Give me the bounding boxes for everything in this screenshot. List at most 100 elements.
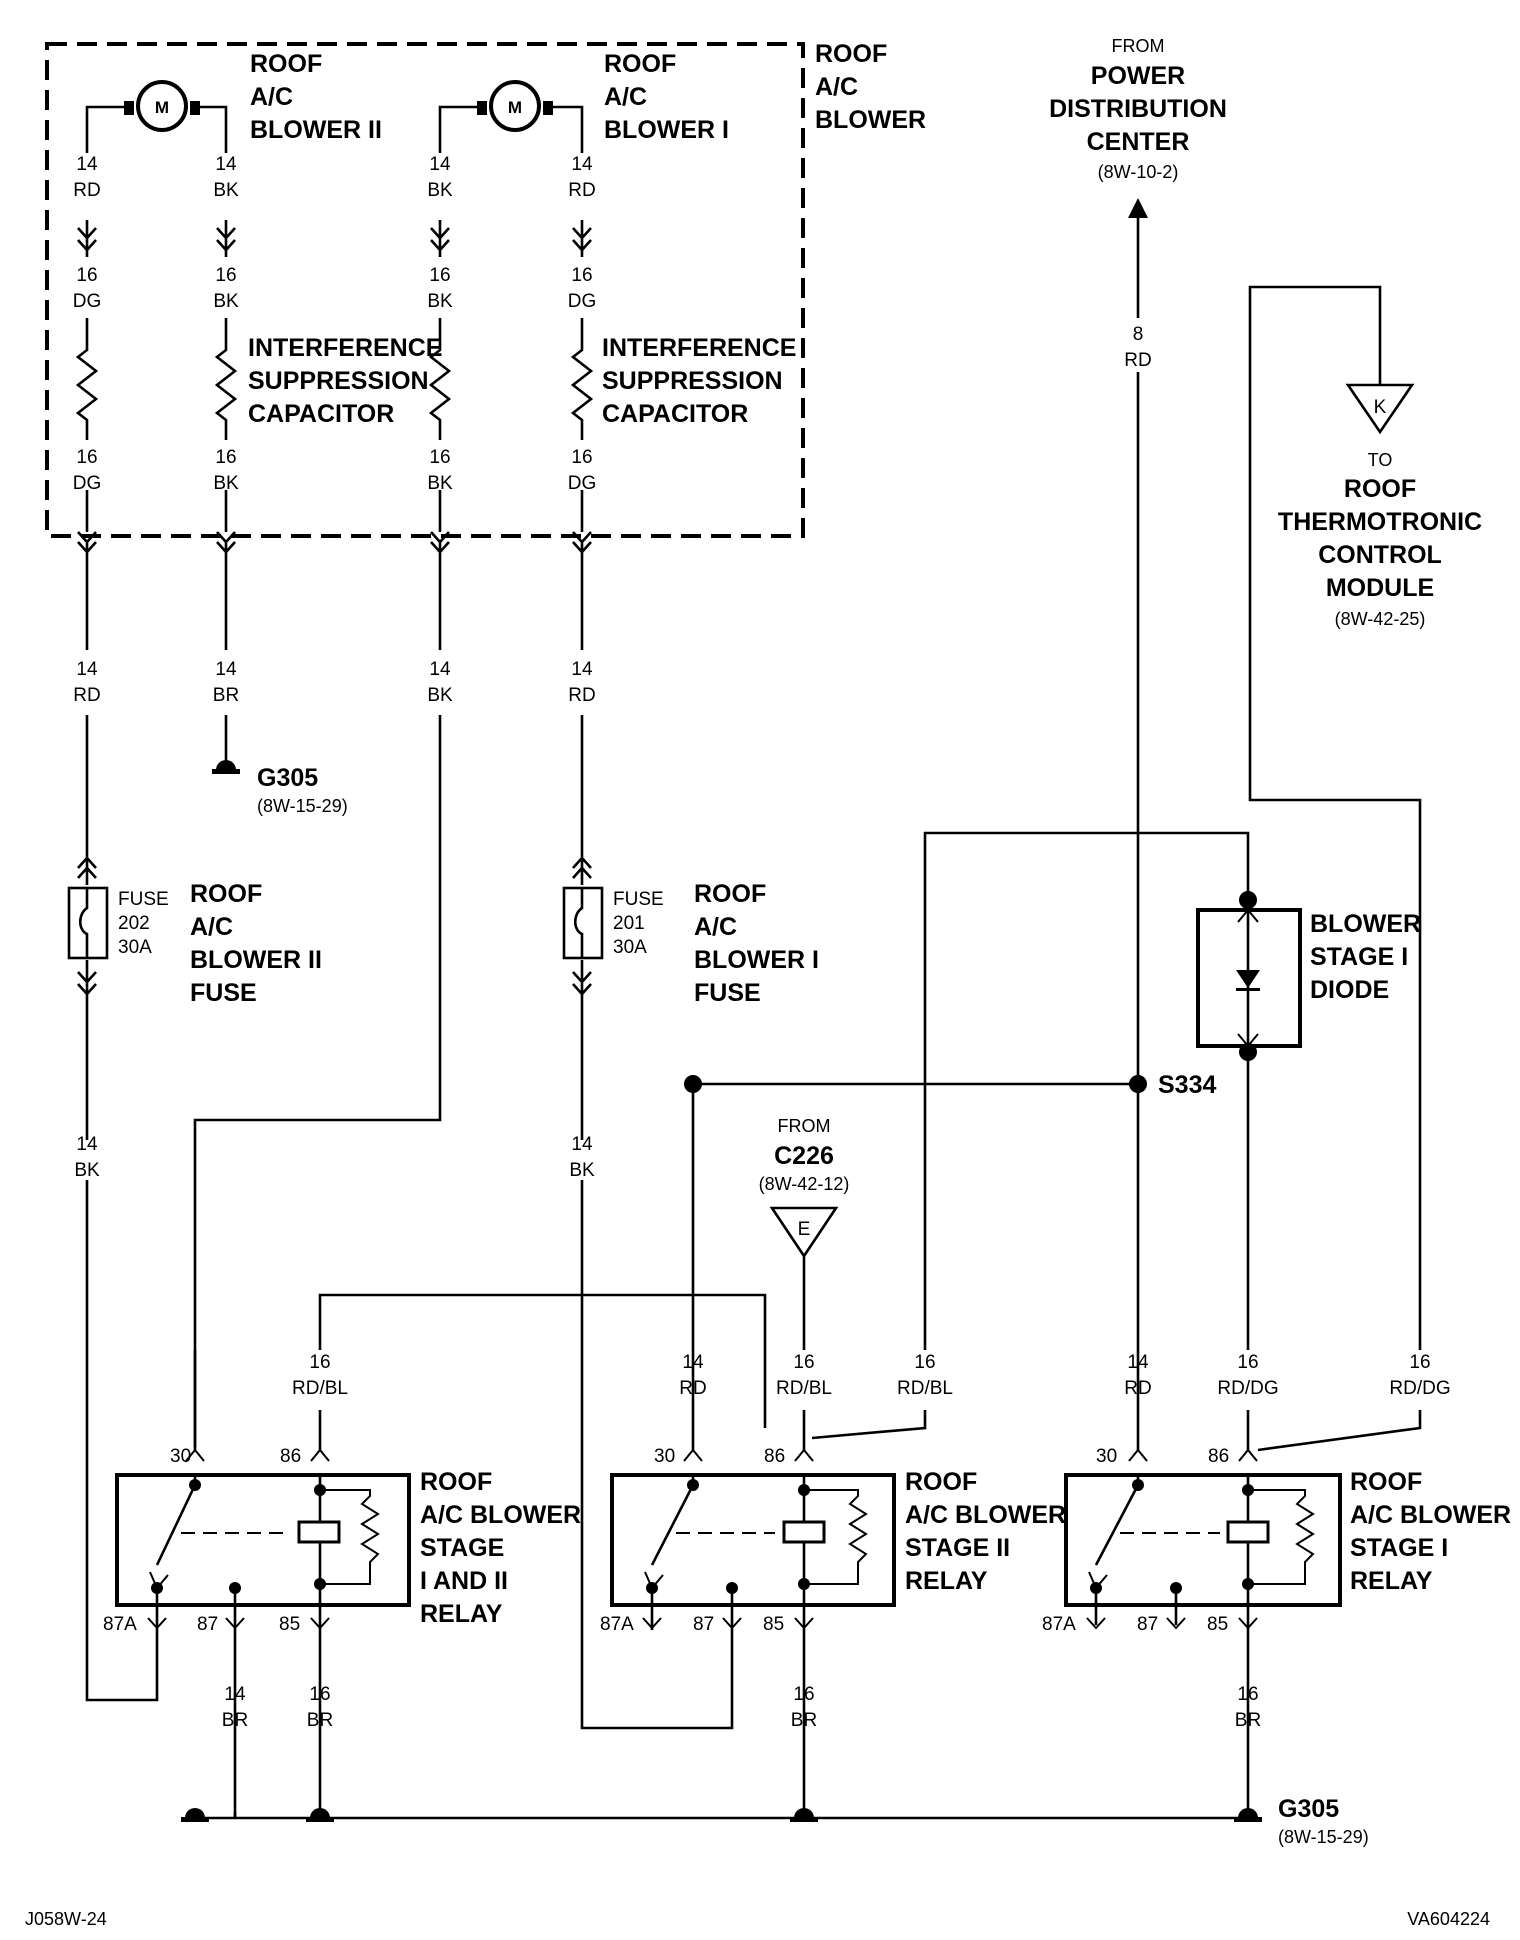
connector-e: E	[769, 1206, 839, 1259]
ground-bus	[193, 1812, 1248, 1820]
footer-right-code: VA604224	[1407, 1909, 1490, 1929]
fuse-202	[67, 850, 109, 1140]
diode-feed-wire	[923, 831, 1250, 1350]
footer-left-code: J058W-24	[25, 1909, 107, 1929]
blower-assembly-boundary	[45, 42, 805, 538]
pin-label: 87	[1137, 1614, 1158, 1635]
relay-stage-i	[1064, 1410, 1342, 1818]
blower-stage-i-diode	[1196, 891, 1302, 1061]
relay-2-86-wire	[811, 1410, 927, 1440]
thermotronic-wire	[1248, 285, 1422, 1350]
blower-ii-motor: M	[85, 80, 228, 153]
pin-label: 30	[1096, 1446, 1117, 1467]
blower-ii-ground-wire	[193, 555, 442, 1447]
pin-label: 86	[1208, 1446, 1229, 1467]
thermotronic-to: TO	[1368, 450, 1393, 470]
ground-g305-lower: G305	[1278, 1795, 1339, 1823]
fuse-202-output-wire	[85, 1180, 159, 1702]
relay-86-control-wire	[318, 1293, 767, 1428]
pin-label: 87	[197, 1614, 218, 1635]
blower-i-motor: M	[438, 80, 584, 153]
c226-from: FROM	[778, 1116, 831, 1136]
fuse-201	[562, 850, 604, 1140]
pin-label: 87A	[600, 1614, 634, 1635]
pin-label: 87A	[1042, 1614, 1076, 1635]
ground-symbol	[216, 760, 236, 770]
c226-name: C226	[774, 1142, 834, 1170]
motor-symbol: M	[155, 98, 169, 117]
svg-text:E: E	[798, 1219, 811, 1240]
splice-s334-dot	[1129, 1075, 1147, 1093]
thermotronic-ref: (8W-42-25)	[1335, 609, 1426, 629]
pdc-arrow	[1128, 198, 1148, 218]
connector-k: K	[1345, 383, 1415, 435]
splice-bus-wire	[691, 1082, 1138, 1350]
motor-symbol: M	[508, 98, 522, 117]
ground-g305-lower-ref: (8W-15-29)	[1278, 1827, 1369, 1847]
ground-g305-upper-ref: (8W-15-29)	[257, 796, 348, 816]
relay-stage-ii	[610, 1350, 896, 1818]
ground-g305-upper: G305	[257, 764, 318, 792]
pdc-from: FROM	[1112, 36, 1165, 56]
pin-label: 85	[279, 1614, 300, 1635]
pin-label: 85	[1207, 1614, 1228, 1635]
pin-label: 86	[280, 1446, 301, 1467]
ground-symbols-bottom	[181, 1808, 1262, 1822]
relay-3-86-wire	[1257, 1410, 1422, 1452]
c226-ref: (8W-42-12)	[759, 1174, 850, 1194]
pin-label: 86	[764, 1446, 785, 1467]
relay-stage-i-and-ii	[115, 1350, 411, 1818]
pin-label: 87A	[103, 1614, 137, 1635]
splice-dot	[684, 1075, 702, 1093]
splice-s334: S334	[1158, 1071, 1216, 1099]
fuse-201-output-wire	[580, 1180, 734, 1730]
pin-label: 30	[654, 1446, 675, 1467]
inner-wires	[75, 220, 594, 555]
pdc-ref: (8W-10-2)	[1098, 162, 1179, 182]
pin-label: 85	[763, 1614, 784, 1635]
